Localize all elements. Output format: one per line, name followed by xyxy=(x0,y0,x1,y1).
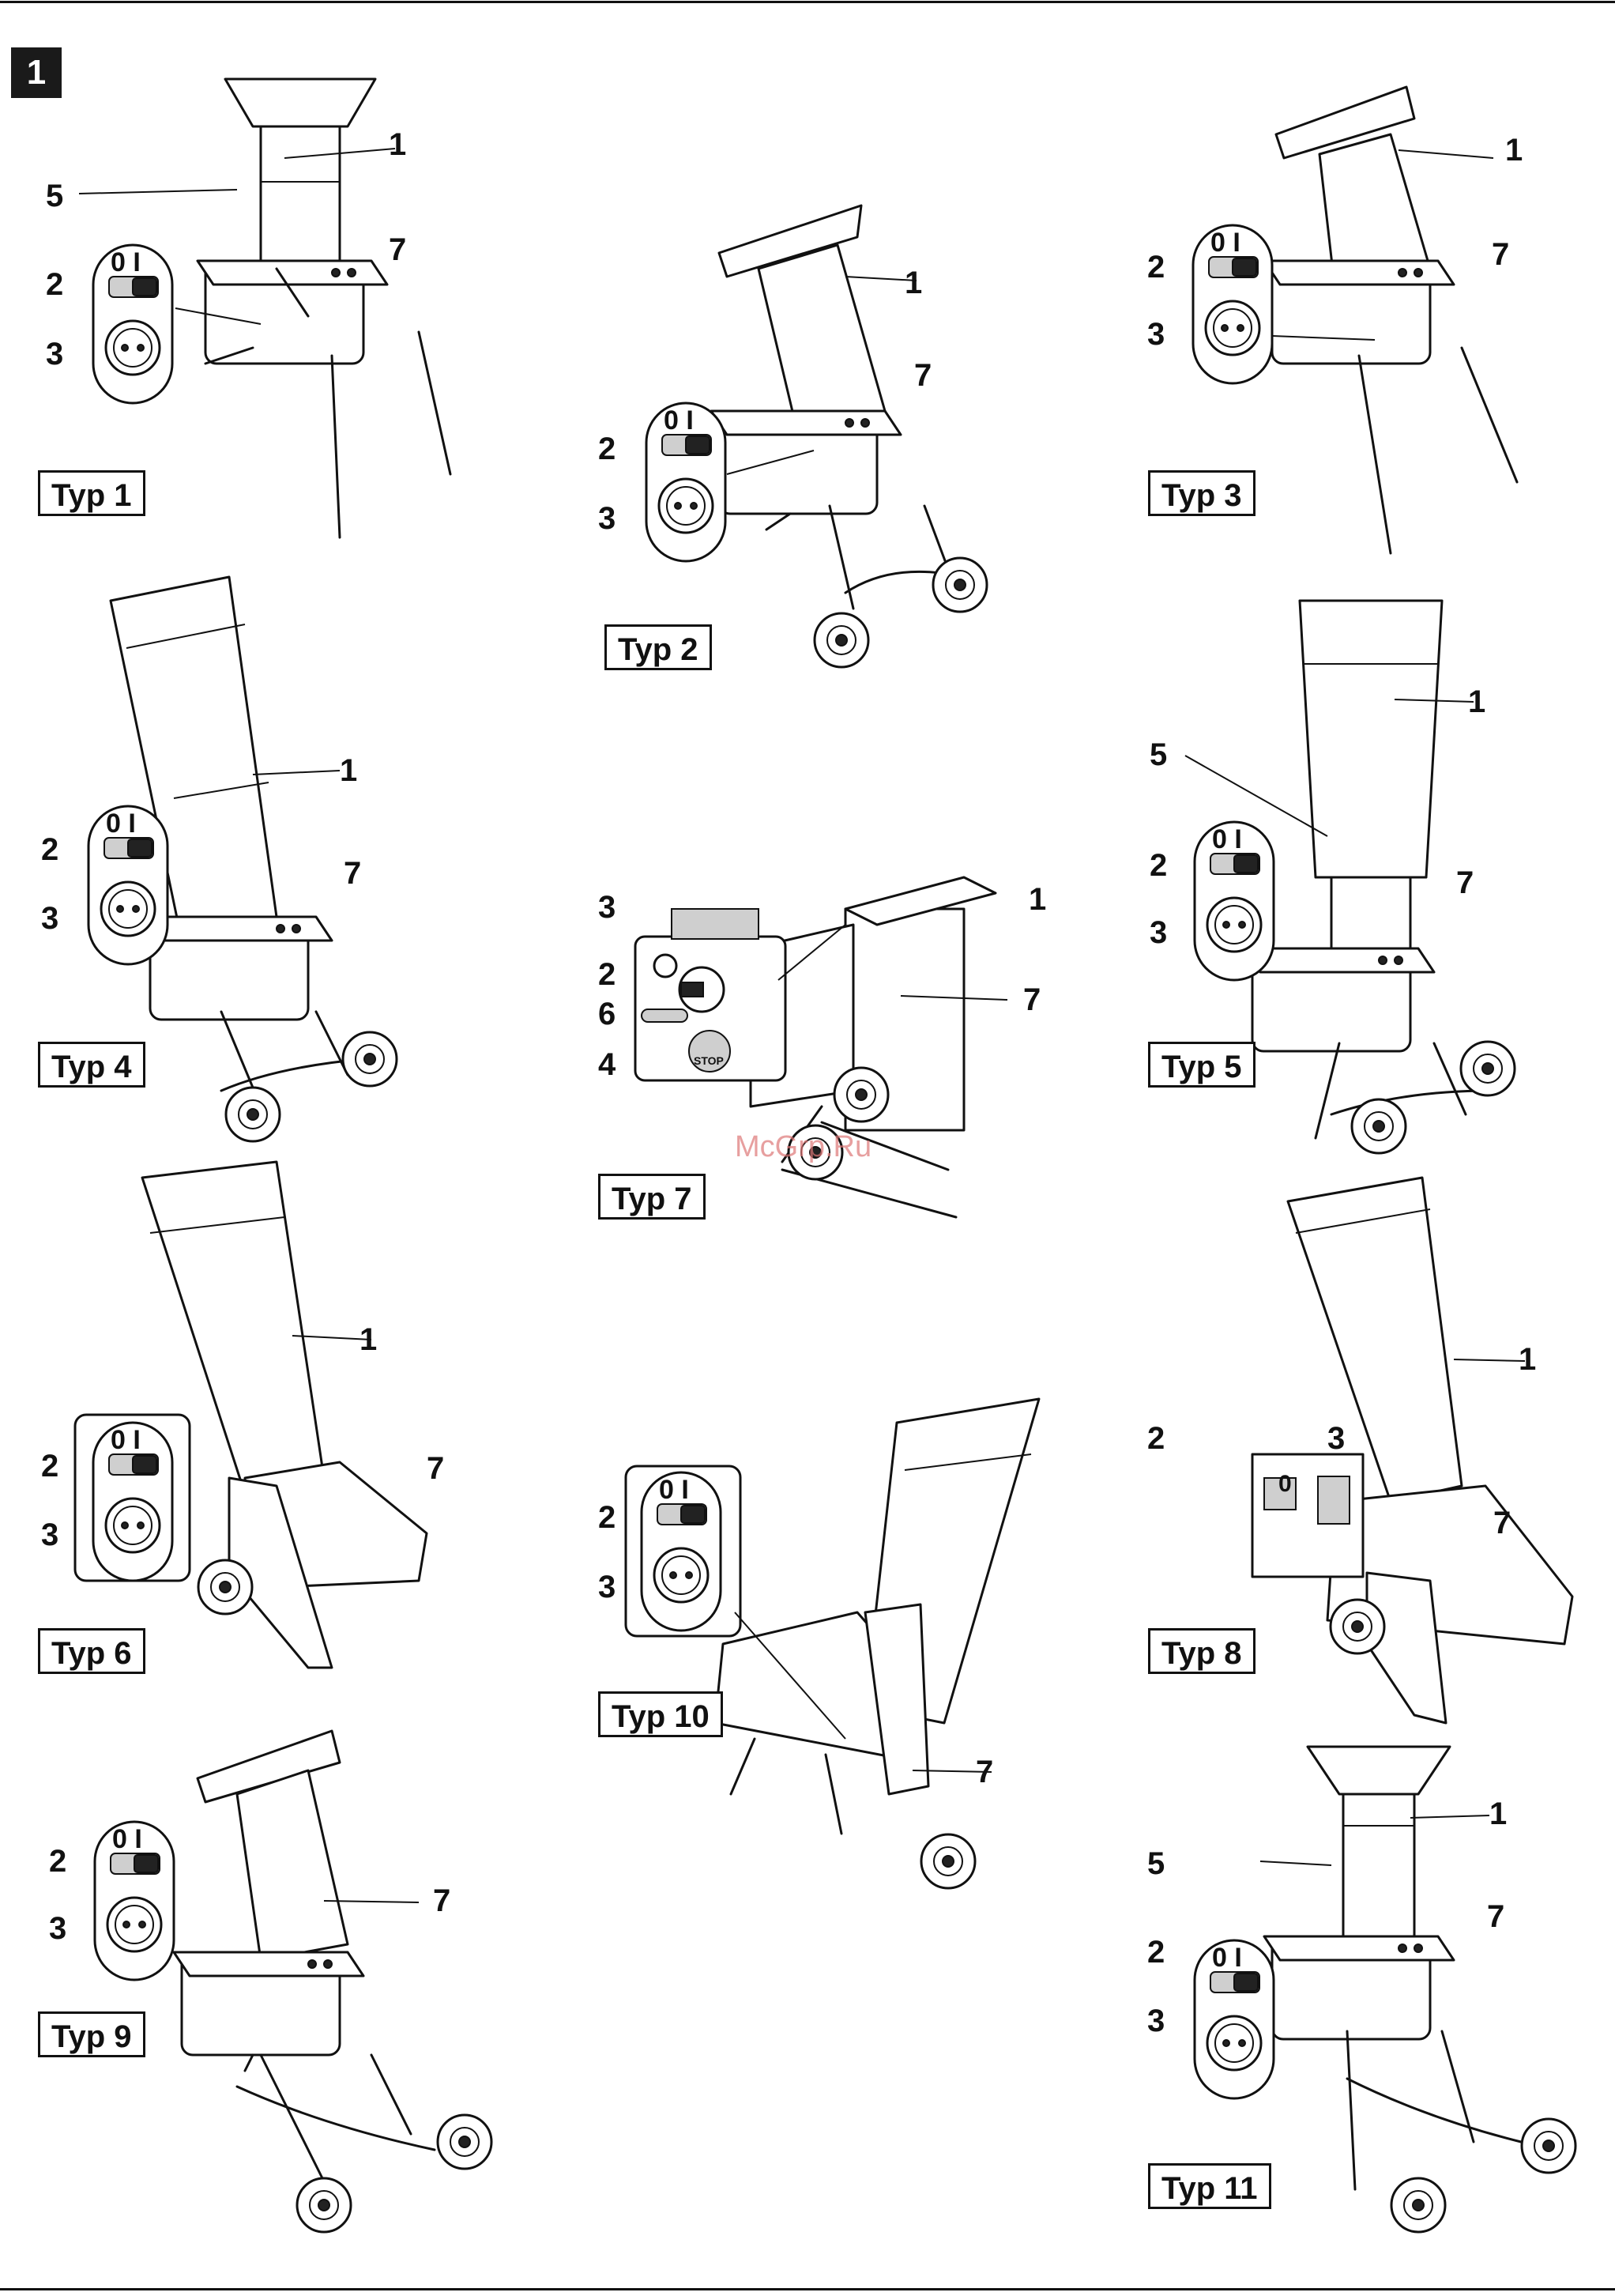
callout-7: 7 xyxy=(344,858,361,889)
callout-3: 3 xyxy=(46,338,63,370)
switch-label: 0 I xyxy=(111,247,141,278)
callout-7: 7 xyxy=(427,1453,444,1484)
callout-7: 7 xyxy=(1456,867,1474,899)
callout-3: 3 xyxy=(598,1571,616,1603)
typ-1-label: Typ 1 xyxy=(38,470,145,516)
typ-10-label: Typ 10 xyxy=(598,1691,723,1737)
callout-7: 7 xyxy=(433,1885,450,1917)
typ-6-label: Typ 6 xyxy=(38,1628,145,1674)
callout-5: 5 xyxy=(1147,1848,1165,1879)
switch-label: 0 I xyxy=(1210,227,1240,258)
callout-2: 2 xyxy=(49,1845,66,1877)
callout-2: 2 xyxy=(1147,251,1165,283)
callout-7: 7 xyxy=(1487,1901,1504,1932)
callout-3: 3 xyxy=(49,1913,66,1944)
typ-3-label: Typ 3 xyxy=(1148,470,1255,516)
callout-3: 3 xyxy=(598,503,616,534)
callout-1: 1 xyxy=(905,267,922,299)
callout-3: 3 xyxy=(41,1519,58,1551)
callout-2: 2 xyxy=(598,1502,616,1533)
callout-2: 2 xyxy=(46,269,63,300)
callout-5: 5 xyxy=(1150,739,1167,771)
stop-label: STOP xyxy=(694,1045,724,1076)
switch-label: 0 I xyxy=(1212,824,1242,855)
callout-7: 7 xyxy=(1493,1507,1511,1539)
callout-6: 6 xyxy=(598,998,616,1030)
typ-11-label: Typ 11 xyxy=(1148,2163,1271,2209)
callout-1: 1 xyxy=(340,755,357,786)
callout-3: 3 xyxy=(1147,319,1165,350)
typ-2-label: Typ 2 xyxy=(604,624,712,670)
callout-1: 1 xyxy=(1489,1798,1507,1830)
callout-2: 2 xyxy=(1147,1423,1165,1454)
callout-1: 1 xyxy=(1519,1344,1536,1375)
callout-2: 2 xyxy=(1150,850,1167,881)
switch-label: 0 I xyxy=(106,808,136,839)
callout-1: 1 xyxy=(1505,134,1523,166)
switch-label: 0 I xyxy=(112,1823,142,1855)
typ-7-label: Typ 7 xyxy=(598,1174,706,1220)
callout-5: 5 xyxy=(46,180,63,212)
typ-5-label: Typ 5 xyxy=(1148,1042,1255,1088)
watermark: McGrp.Ru xyxy=(735,1130,871,1164)
callout-0: 0 xyxy=(1278,1468,1292,1500)
callout-7: 7 xyxy=(1492,239,1509,270)
callout-1: 1 xyxy=(389,129,406,160)
callout-2: 2 xyxy=(598,959,616,990)
callout-3: 3 xyxy=(41,903,58,934)
typ-9-label: Typ 9 xyxy=(38,2011,145,2057)
callout-2: 2 xyxy=(41,1450,58,1482)
callout-4: 4 xyxy=(598,1049,616,1080)
callout-7: 7 xyxy=(976,1756,993,1788)
callout-3: 3 xyxy=(598,892,616,923)
callout-3: 3 xyxy=(1147,2005,1165,2037)
callout-1: 1 xyxy=(360,1324,377,1355)
callout-3: 3 xyxy=(1150,917,1167,948)
typ-8-label: Typ 8 xyxy=(1148,1628,1255,1674)
callout-7: 7 xyxy=(914,360,932,391)
callout-3: 3 xyxy=(1327,1423,1345,1454)
callout-7: 7 xyxy=(1023,984,1041,1016)
callout-2: 2 xyxy=(41,834,58,865)
callout-1: 1 xyxy=(1029,884,1046,915)
callout-7: 7 xyxy=(389,234,406,266)
switch-label: 0 I xyxy=(111,1424,141,1456)
callout-1: 1 xyxy=(1468,686,1485,718)
switch-label: 0 I xyxy=(659,1474,689,1506)
switch-label: 0 I xyxy=(1212,1942,1242,1974)
switch-label: 0 I xyxy=(664,405,694,436)
callout-2: 2 xyxy=(1147,1936,1165,1968)
typ-4-label: Typ 4 xyxy=(38,1042,145,1088)
callout-2: 2 xyxy=(598,433,616,465)
